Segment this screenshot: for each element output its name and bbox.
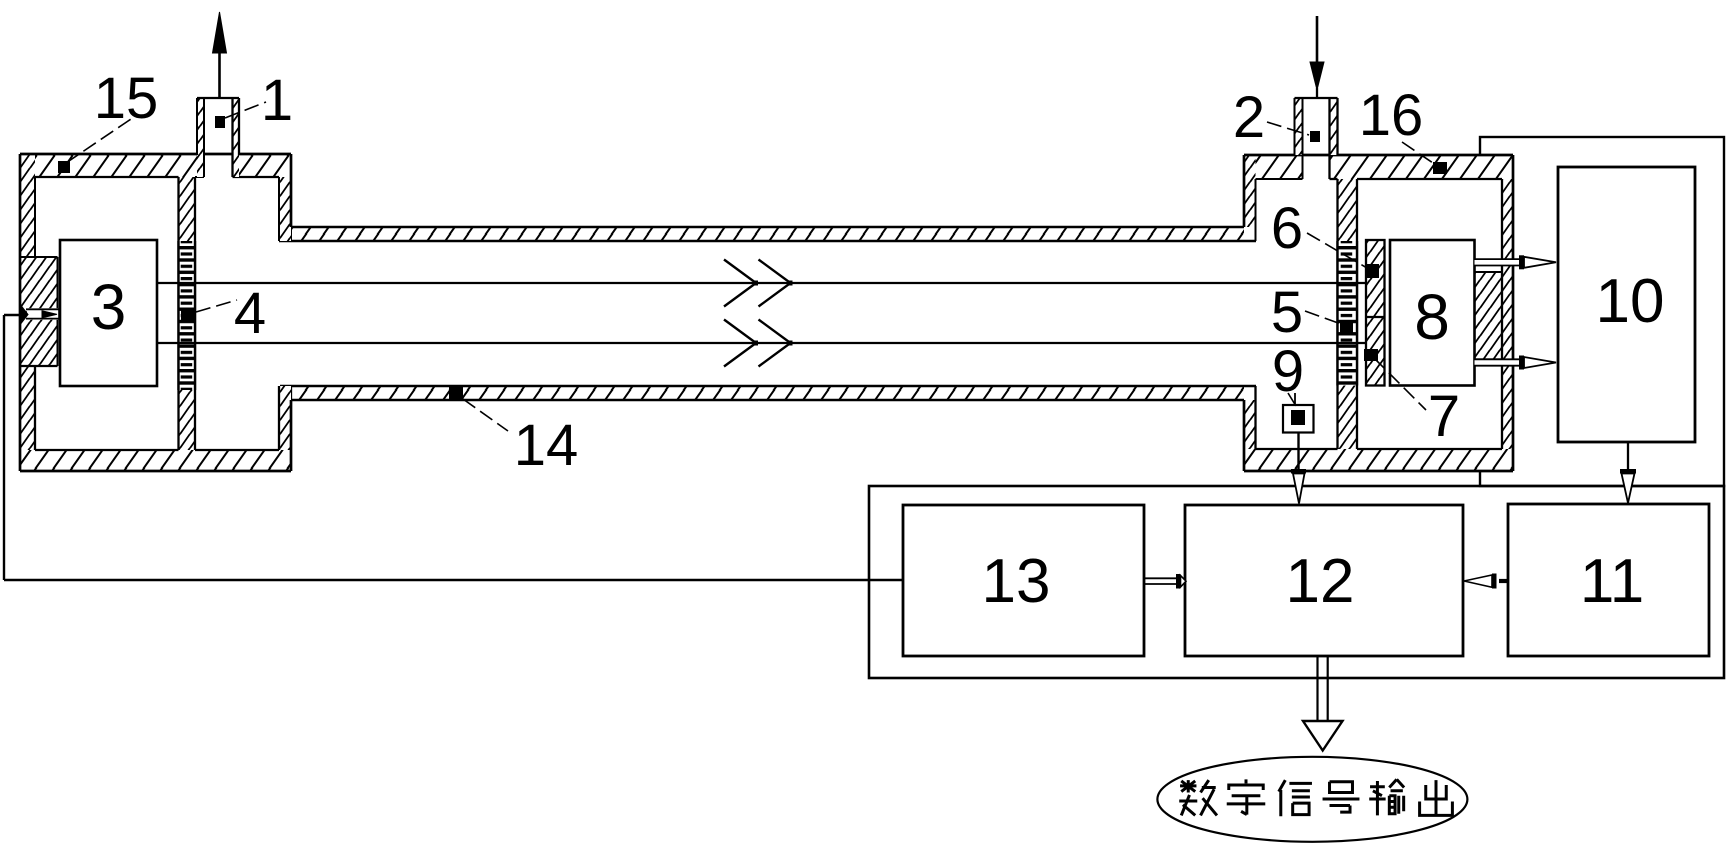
svg-text:16: 16 [1359,83,1424,148]
svg-text:15: 15 [94,66,159,131]
svg-text:10: 10 [1596,267,1665,336]
svg-text:2: 2 [1233,85,1265,150]
svg-text:5: 5 [1271,280,1303,345]
svg-text:11: 11 [1580,547,1644,616]
svg-text:9: 9 [1272,339,1304,404]
svg-text:12: 12 [1286,547,1355,616]
svg-text:6: 6 [1271,196,1303,261]
svg-text:4: 4 [234,281,266,346]
svg-text:3: 3 [91,271,127,343]
svg-text:1: 1 [261,68,293,133]
svg-text:14: 14 [514,413,579,478]
svg-text:8: 8 [1414,281,1450,353]
svg-text:7: 7 [1428,384,1460,449]
svg-text:13: 13 [982,547,1051,616]
